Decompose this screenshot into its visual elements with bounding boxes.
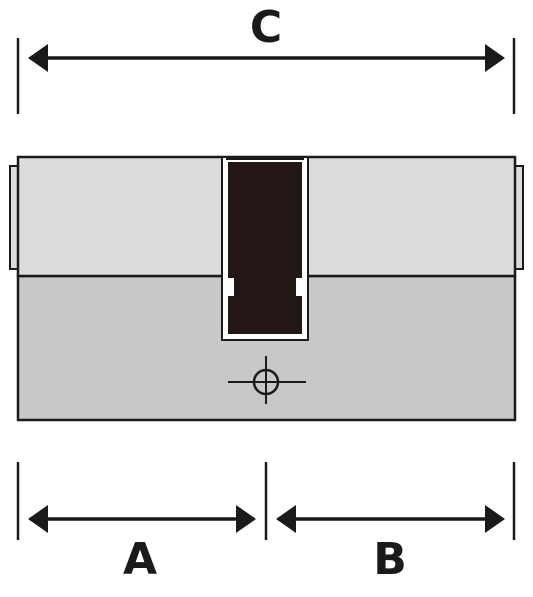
crosshair-circle-icon [228,356,306,404]
arrowhead-a-right [236,505,256,533]
cam-notch-right [296,278,302,296]
dimension-ab: A B [16,462,516,585]
arrowhead-c-right [485,44,505,72]
arrowhead-b-right [485,505,505,533]
dimension-label-a: A [123,534,157,585]
arrowhead-a-left [28,505,48,533]
dimension-label-b: B [373,534,407,585]
cylinder-body [9,155,524,422]
dimension-label-c: C [250,2,282,53]
cam-slot [228,162,302,334]
cam-notch-left [228,278,234,296]
arrowhead-b-left [276,505,296,533]
arrowhead-c-left [28,44,48,72]
dimension-c: C [16,2,516,114]
